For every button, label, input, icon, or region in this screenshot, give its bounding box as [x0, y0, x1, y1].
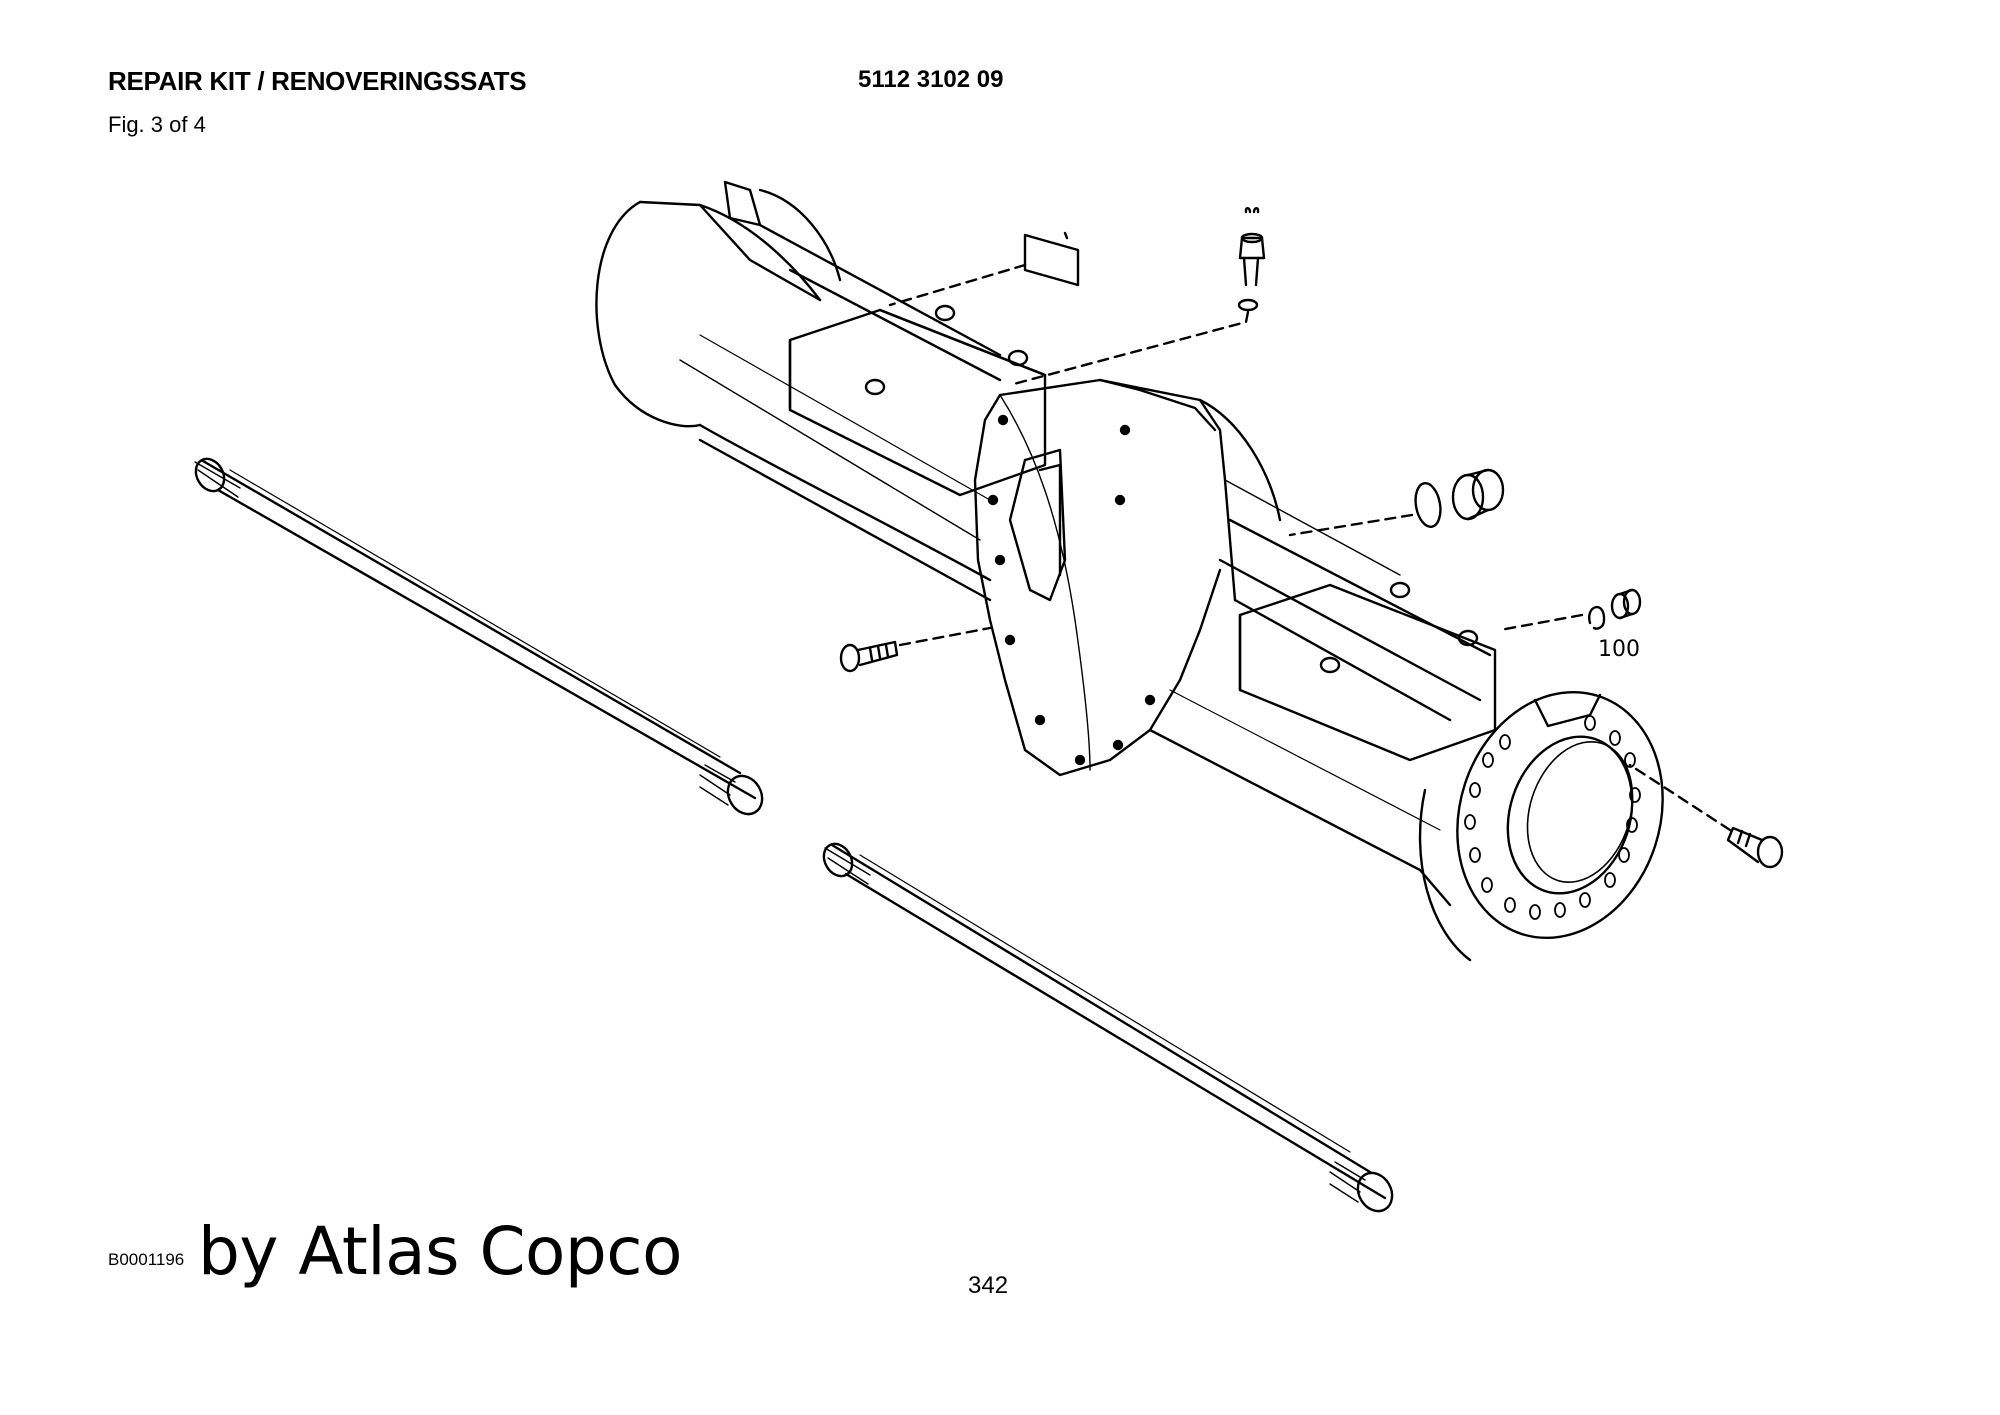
flange-bolt — [841, 642, 897, 671]
callout-label: 100 — [1598, 637, 1640, 662]
leader-line — [1500, 615, 1582, 630]
seal-ring-large — [1412, 481, 1443, 528]
leader-line — [1010, 312, 1248, 385]
right-drive-shaft — [818, 839, 1399, 1218]
drawing-code: B0001196 — [108, 1250, 185, 1269]
seal-ring — [1239, 300, 1257, 310]
document-title: REPAIR KIT / RENOVERINGSSATS — [108, 66, 527, 96]
page-number: 342 — [968, 1272, 1009, 1299]
leader-line — [1630, 765, 1730, 830]
breather-plug — [1240, 208, 1264, 285]
hub-bolt — [1728, 828, 1782, 867]
small-plug — [1612, 590, 1640, 618]
axle-housing — [596, 182, 1693, 965]
left-drive-shaft — [190, 454, 769, 821]
part-number: 5112 3102 09 — [858, 66, 1004, 93]
brand-watermark: by Atlas Copco — [198, 1213, 682, 1290]
cover-plate — [1025, 233, 1078, 285]
leader-line — [890, 265, 1025, 305]
small-seal-ring — [1589, 607, 1604, 629]
plug — [1453, 470, 1503, 519]
leader-line — [900, 628, 990, 645]
figure-label: Fig. 3 of 4 — [108, 112, 206, 137]
leader-line — [1290, 515, 1412, 535]
